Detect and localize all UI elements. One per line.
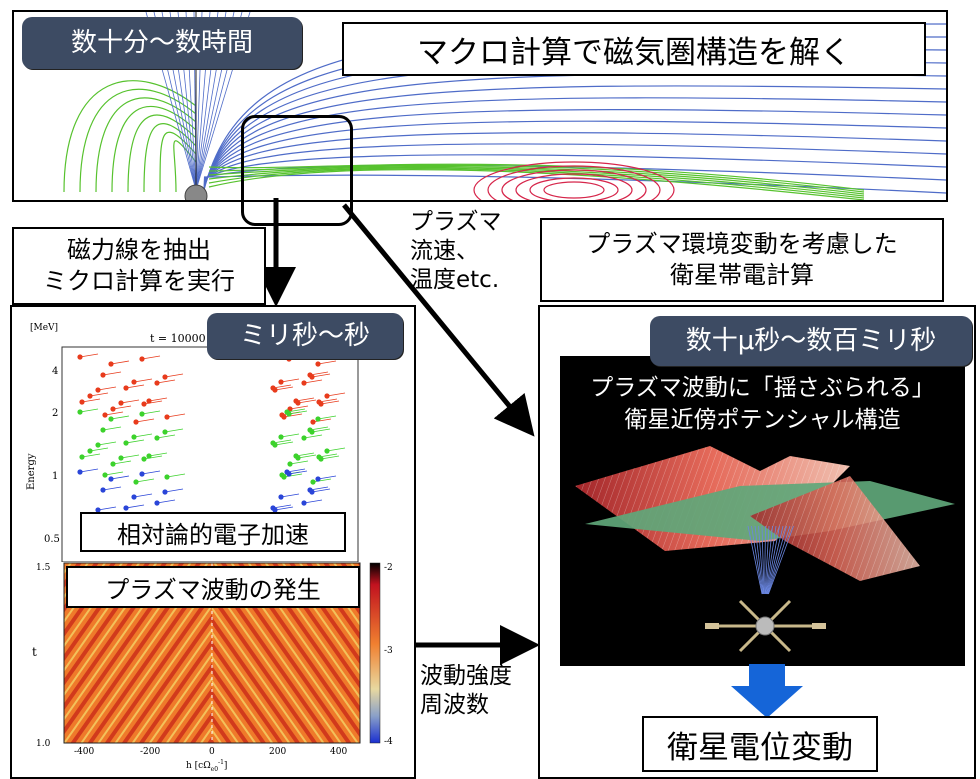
electron-acceleration-caption: 相対論的電子加速 (80, 512, 346, 552)
potential-surface-graphic (575, 446, 955, 653)
macro-title: マクロ計算で磁気圏構造を解く (342, 22, 926, 76)
xtick-n200: -200 (140, 747, 160, 757)
wave-ytick-1.0: 1.0 (36, 739, 51, 749)
potential-structure-panel: プラズマ波動に「揺さぶられる」 衛星近傍ポテンシャル構造 (560, 356, 965, 666)
extraction-region-box (241, 115, 353, 226)
energy-unit-label: [MeV] (30, 323, 58, 333)
charging-title-box: プラズマ環境変動を考慮した 衛星帯電計算 (540, 218, 944, 302)
ytick-2: 2 (52, 408, 58, 419)
xtick-200: 200 (269, 747, 286, 757)
wave-ylabel: t (32, 645, 37, 659)
wave-params-label: 波動強度 周波数 (420, 663, 512, 718)
macro-timescale-badge: 数十分〜数時間 (22, 17, 302, 69)
earth-icon (184, 184, 208, 200)
potential-variation-result: 衛星電位変動 (642, 716, 878, 772)
energy-scatter-plot: [MeV] t = 10000 Energy 4 2 1 0.5 (26, 323, 359, 562)
wave-ytick-1.5: 1.5 (36, 563, 51, 573)
energy-ylabel: Energy (26, 453, 37, 490)
xtick-0: 0 (209, 747, 215, 757)
wave-xlabel: h [cΩe0-1] (186, 759, 227, 773)
extract-label-box: 磁力線を抽出 ミクロ計算を実行 (12, 227, 266, 305)
cbar-tick-3: -3 (384, 646, 393, 656)
charging-timescale-badge: 数十μ秒〜数百ミリ秒 (650, 316, 972, 366)
ytick-0.5: 0.5 (44, 534, 60, 545)
ytick-4: 4 (52, 366, 58, 377)
cbar-tick-4: -4 (384, 737, 393, 747)
result-down-arrow (731, 664, 803, 718)
micro-timescale-badge: ミリ秒〜秒 (207, 313, 403, 359)
potential-caption-line1: プラズマ波動に「揺さぶられる」 (590, 375, 935, 401)
cbar-tick-2: -2 (384, 563, 393, 573)
ytick-1: 1 (52, 471, 58, 482)
xtick-400: 400 (330, 747, 347, 757)
xtick-n400: -400 (74, 747, 94, 757)
potential-caption-line2: 衛星近傍ポテンシャル構造 (624, 407, 901, 433)
satellite-icon (705, 599, 826, 653)
wave-generation-caption: プラズマ波動の発生 (66, 566, 360, 608)
plasma-params-label: プラズマ 流速、 温度etc. (410, 209, 502, 293)
time-label: t = 10000 (150, 332, 206, 345)
